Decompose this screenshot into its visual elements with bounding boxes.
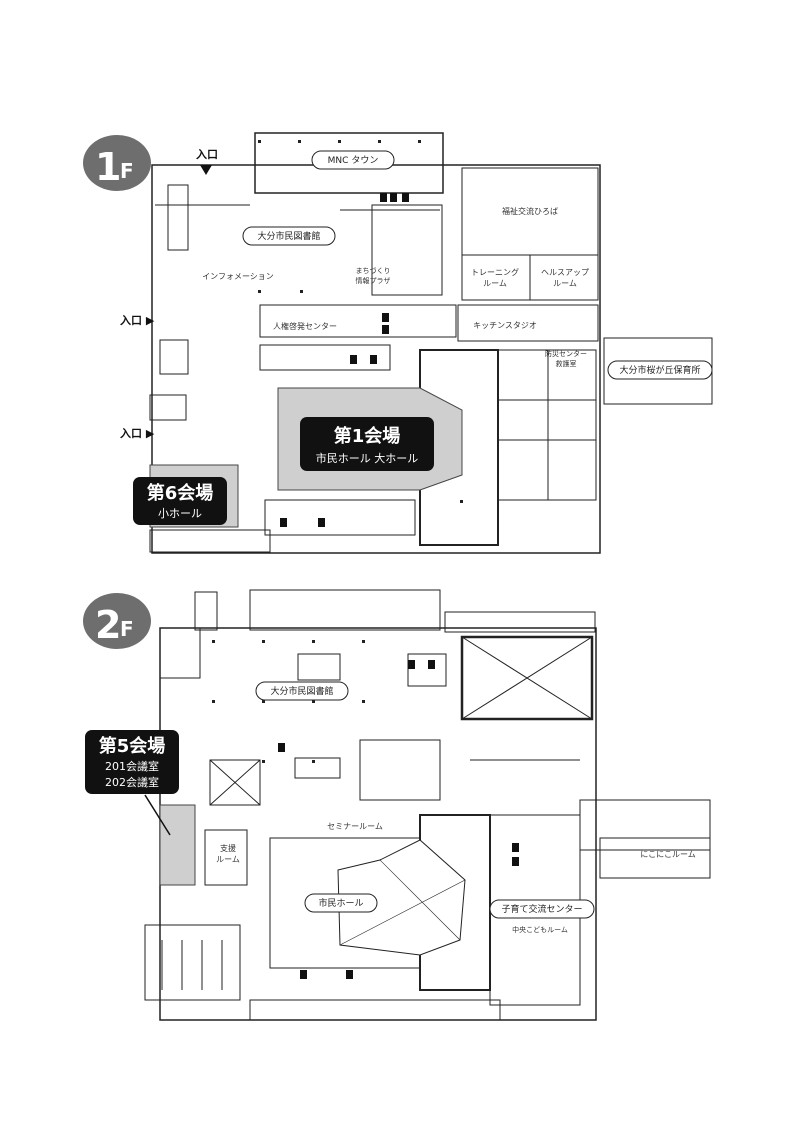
pill-library-1f: 大分市民図書館 <box>242 226 336 246</box>
entrance-left-1-label: 入口 ▶ <box>120 314 155 327</box>
svg-text:大分市民図書館: 大分市民図書館 <box>270 685 333 697</box>
room-machi-1: まちづくり <box>356 266 391 275</box>
floor-1-number: 1 <box>95 145 121 189</box>
venue-1-label: 第1会場 市民ホール 大ホール <box>300 417 434 471</box>
svg-text:202会議室: 202会議室 <box>105 775 159 789</box>
svg-text:第5会場: 第5会場 <box>99 735 166 757</box>
room-training-1: トレーニング <box>471 267 519 277</box>
room-kitchen: キッチンスタジオ <box>473 321 537 330</box>
svg-text:第6会場: 第6会場 <box>147 482 214 504</box>
floor-2-plan <box>144 589 711 1021</box>
svg-text:市民ホール 大ホール: 市民ホール 大ホール <box>316 451 419 465</box>
room-chuo-kodomo: 中央こどもルーム <box>512 925 568 934</box>
pill-nursery: 大分市桜が丘保育所 <box>607 360 713 380</box>
room-support-1: 支援 <box>220 843 236 853</box>
entrance-top-arrow <box>200 165 212 175</box>
svg-text:第1会場: 第1会場 <box>334 425 401 447</box>
pill-library-2f: 大分市民図書館 <box>255 681 349 701</box>
pill-citizen-hall: 市民ホール <box>304 893 378 913</box>
room-training-2: ルーム <box>483 279 507 288</box>
hall-2f-shape <box>337 839 466 956</box>
room-welfare: 福祉交流ひろば <box>502 206 558 216</box>
venue-5-area <box>159 804 196 886</box>
svg-text:MNC タウン: MNC タウン <box>328 155 379 166</box>
room-seminar: セミナールーム <box>327 822 383 831</box>
svg-text:小ホール: 小ホール <box>158 507 202 520</box>
svg-text:201会議室: 201会議室 <box>105 759 159 773</box>
svg-text:子育て交流センター: 子育て交流センター <box>501 903 582 915</box>
room-information: インフォメーション <box>202 272 274 281</box>
svg-text:大分市桜が丘保育所: 大分市桜が丘保育所 <box>619 364 700 376</box>
entrance-top-label: 入口 <box>196 148 218 161</box>
room-disaster-2: 救護室 <box>556 359 577 368</box>
room-machi-2: 情報プラザ <box>356 276 391 285</box>
floor-1-unit: F <box>120 159 134 183</box>
entrance-left-2-label: 入口 ▶ <box>120 427 155 440</box>
floor-2-unit: F <box>120 617 134 641</box>
floor-2-badge: 2 F <box>83 593 151 649</box>
pill-mnc-town: MNC タウン <box>311 150 395 170</box>
room-human-rights: 人権啓発センター <box>273 321 337 331</box>
room-health-1: ヘルスアップ <box>541 268 589 277</box>
room-support-2: ルーム <box>216 855 240 864</box>
floor-2-number: 2 <box>95 603 121 647</box>
venue-5-label: 第5会場 201会議室 202会議室 <box>85 730 179 794</box>
room-disaster-1: 防災センター <box>545 349 587 358</box>
venue-6-label: 第6会場 小ホール <box>133 477 227 525</box>
floor-1-badge: 1 F <box>83 135 151 191</box>
toilet-icons <box>278 193 519 979</box>
pill-kosodate-center: 子育て交流センター <box>489 899 595 919</box>
svg-text:市民ホール: 市民ホール <box>318 897 363 909</box>
room-nikoniko: にこにこルーム <box>640 850 695 859</box>
room-health-2: ルーム <box>553 279 577 288</box>
svg-text:大分市民図書館: 大分市民図書館 <box>257 230 320 242</box>
